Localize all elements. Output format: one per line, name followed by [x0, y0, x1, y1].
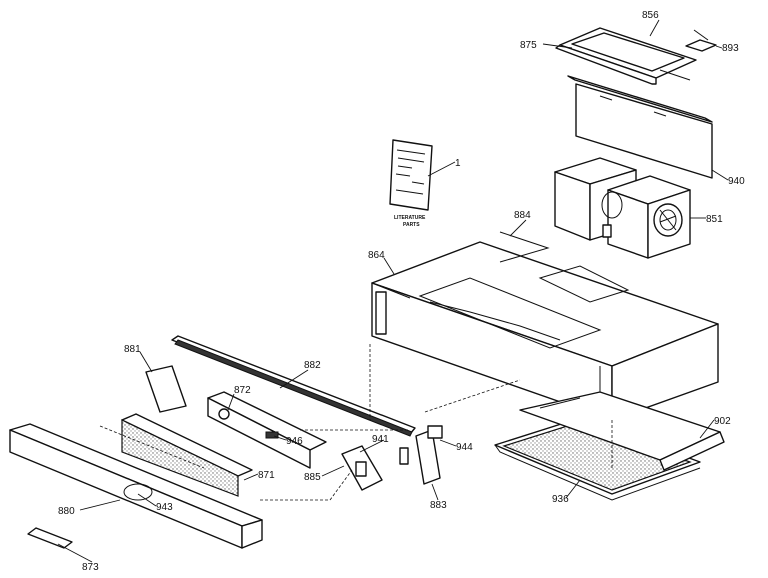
part-902-filter-frame	[519, 391, 725, 471]
callout-884: 884	[514, 210, 531, 221]
part-885-switch-bracket	[341, 445, 409, 491]
literature-booklet: LITERATURE PARTS	[389, 139, 433, 228]
callout-944: 944	[456, 442, 473, 453]
callout-936: 936	[552, 494, 569, 505]
callout-893: 893	[722, 43, 739, 54]
callout-885: 885	[304, 472, 321, 483]
callout-851: 851	[706, 214, 723, 225]
callout-882: 882	[304, 360, 321, 371]
part-880-front-panel	[9, 423, 263, 549]
assembly-guide-lines	[99, 344, 613, 501]
callout-941: 941	[372, 434, 389, 445]
part-873-clip	[27, 527, 73, 549]
part-881-bracket	[145, 365, 187, 413]
callout-873: 873	[82, 562, 99, 573]
part-872-control-panel	[207, 391, 327, 469]
part-882-trim-strip	[171, 335, 416, 437]
leader-lines	[57, 19, 729, 563]
part-940-back-panel	[567, 75, 713, 179]
part-851-blower-assembly	[554, 157, 691, 259]
callout-881: 881	[124, 344, 141, 355]
part-883-side-piece	[415, 425, 443, 485]
callout-943: 943	[156, 502, 173, 513]
literature-label: LITERATURE	[394, 215, 426, 221]
part-936-grease-filter	[494, 417, 701, 501]
part-864-main-housing	[371, 231, 719, 421]
literature-label-parts: PARTS	[403, 222, 420, 228]
callout-864: 864	[368, 250, 385, 261]
callout-940: 940	[728, 176, 745, 187]
callout-883: 883	[430, 500, 447, 511]
callouts: 856 875 893 1 940 884 851 864 881 882 87…	[58, 10, 745, 573]
callout-875: 875	[520, 40, 537, 51]
callout-872: 872	[234, 385, 251, 396]
callout-902: 902	[714, 416, 731, 427]
callout-946: 946	[286, 436, 303, 447]
callout-1: 1	[455, 158, 461, 169]
callout-856: 856	[642, 10, 659, 21]
part-893-clip	[685, 29, 717, 52]
part-856-duct-cover	[555, 27, 697, 85]
callout-871: 871	[258, 470, 275, 481]
callout-880: 880	[58, 506, 75, 517]
